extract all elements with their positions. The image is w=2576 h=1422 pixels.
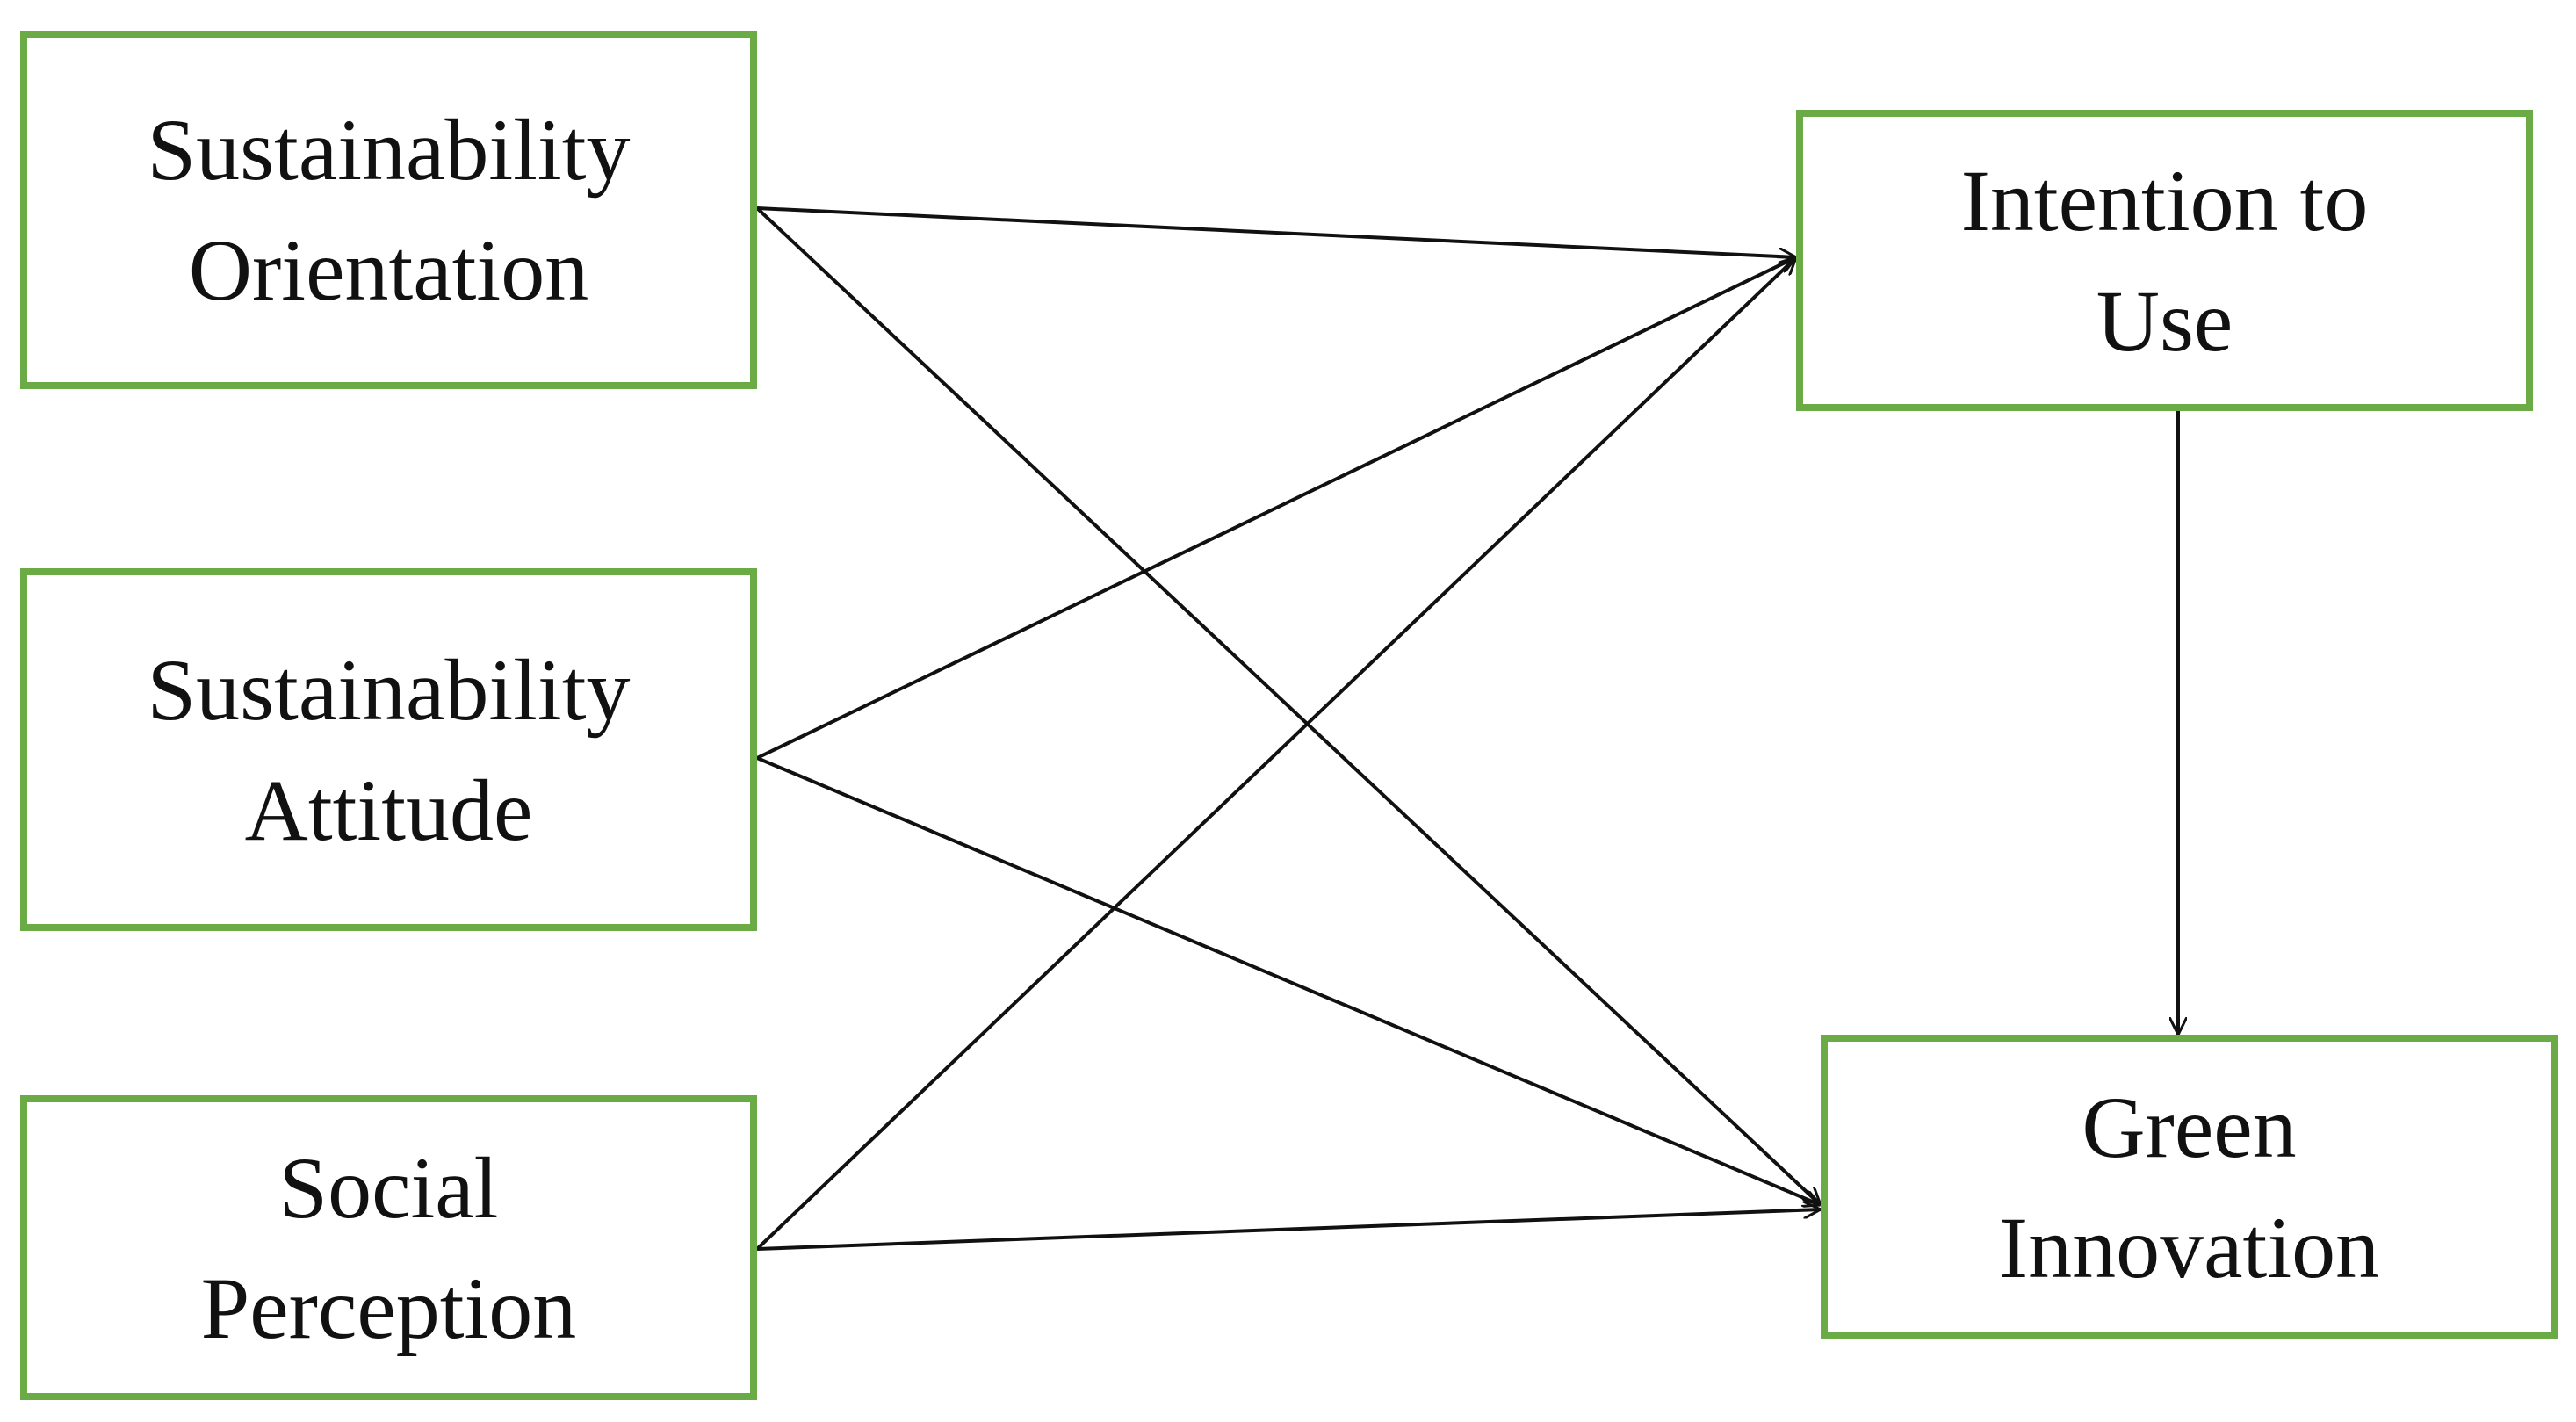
social-perception-box: Social Perception (20, 1095, 757, 1400)
green-innovation-line1: Green (2082, 1078, 2297, 1176)
green-innovation-box: Green Innovation (1821, 1035, 2558, 1339)
intention-to-use-line2: Use (2096, 271, 2233, 370)
sustainability-attitude-line2: Attitude (244, 761, 533, 859)
sustainability-orientation-box: Sustainability Orientation (20, 31, 757, 389)
social-perception-line1: Social (278, 1138, 499, 1237)
arrow-sustainability-attitude-to-intention-to-use (756, 257, 1796, 760)
intention-to-use-line1: Intention to (1960, 151, 2369, 249)
arrow-sustainability-orientation-to-intention-to-use (756, 206, 1796, 257)
arrow-sustainability-attitude-to-green-innovation (756, 756, 1821, 1205)
arrow-social-perception-to-green-innovation (756, 1209, 1821, 1251)
sustainability-attitude-line1: Sustainability (147, 640, 631, 739)
sustainability-orientation-line1: Sustainability (147, 101, 631, 199)
intention-to-use-box: Intention to Use (1796, 110, 2533, 411)
arrow-social-perception-to-intention-to-use (755, 257, 1796, 1251)
green-innovation-line2: Innovation (1998, 1198, 2380, 1296)
sustainability-orientation-line2: Orientation (188, 221, 589, 319)
sustainability-attitude-box: Sustainability Attitude (20, 568, 757, 931)
social-perception-line2: Perception (200, 1259, 577, 1357)
arrow-sustainability-orientation-to-green-innovation (755, 206, 1821, 1205)
